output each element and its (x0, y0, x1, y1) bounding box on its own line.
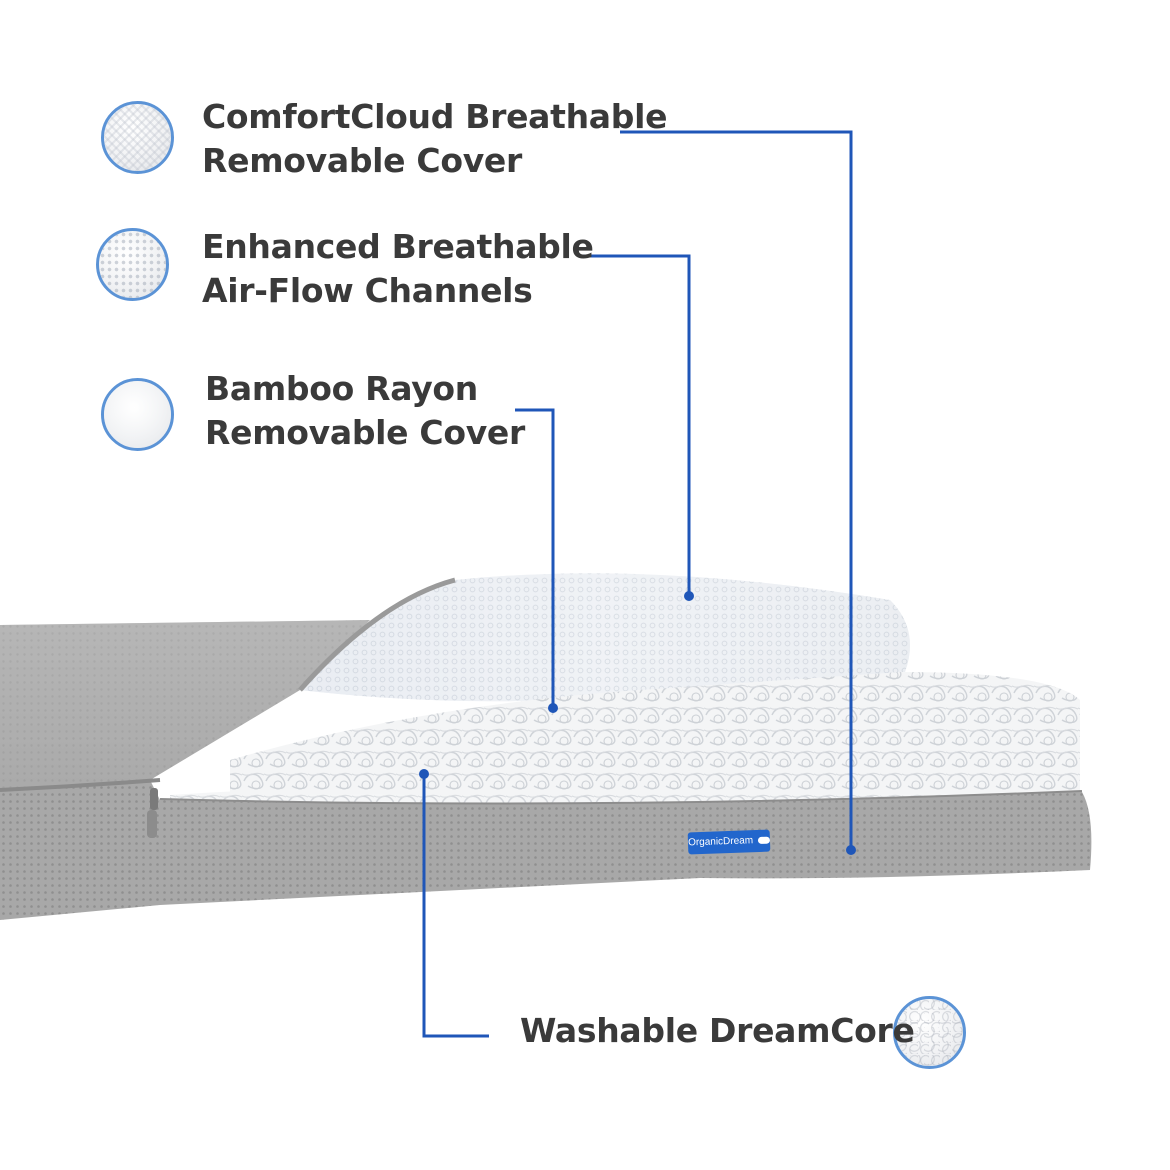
feature-label-line: Removable Cover (202, 141, 522, 180)
feature-label-line: Washable DreamCore (520, 1011, 915, 1050)
callout-line-dreamcore (422, 774, 489, 1038)
feature-label-bamboo: Bamboo Rayon Removable Cover (205, 367, 525, 455)
callout-line-airflow (580, 254, 691, 596)
callout-line-comfortcloud (620, 130, 853, 850)
feature-label-line: Bamboo Rayon (205, 369, 479, 408)
callout-line-bamboo (515, 408, 555, 708)
feature-label-line: Removable Cover (205, 413, 525, 452)
feature-label-line: Air-Flow Channels (202, 271, 533, 310)
callout-dot-comfortcloud (846, 845, 856, 855)
fiber-core-swatch-icon (893, 996, 966, 1069)
knit-fabric-swatch-icon (101, 101, 174, 174)
mesh-fabric-swatch-icon (96, 228, 169, 301)
callout-dot-dreamcore (419, 769, 429, 779)
feature-label-line: ComfortCloud Breathable (202, 97, 668, 136)
feature-label-comfortcloud: ComfortCloud Breathable Removable Cover (202, 95, 667, 183)
smooth-fabric-swatch-icon (101, 378, 174, 451)
callout-dot-bamboo (548, 703, 558, 713)
feature-label-dreamcore: Washable DreamCore (520, 1009, 915, 1053)
callout-dot-airflow (684, 591, 694, 601)
feature-label-airflow: Enhanced Breathable Air-Flow Channels (202, 225, 594, 313)
feature-label-line: Enhanced Breathable (202, 227, 594, 266)
